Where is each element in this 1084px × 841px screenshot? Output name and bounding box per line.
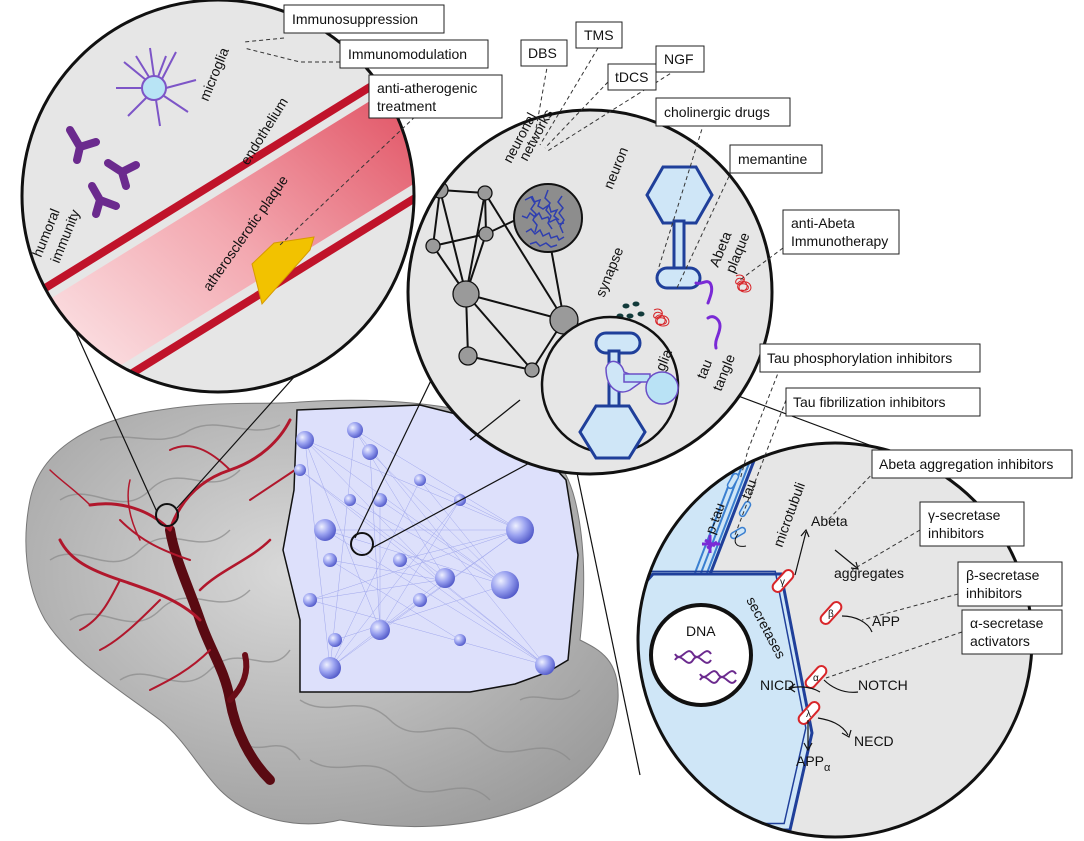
callout-dbs: DBS xyxy=(520,39,568,67)
antibody-shapes xyxy=(66,126,140,218)
pathway-arrows xyxy=(787,528,873,752)
svg-text:Tau phosphorylation inhibitors: Tau phosphorylation inhibitors xyxy=(767,350,952,366)
svg-text:inhibitors: inhibitors xyxy=(928,525,984,541)
svg-text:TMS: TMS xyxy=(584,27,614,43)
callout-tms: TMS xyxy=(575,21,623,49)
app-alpha-label: APPα xyxy=(796,753,831,774)
svg-text:NGF: NGF xyxy=(664,51,694,67)
callout-cholinergic: cholinergic drugs xyxy=(655,97,791,127)
svg-text:tDCS: tDCS xyxy=(615,69,648,85)
lambda-secretase xyxy=(797,701,821,725)
alpha-secretase xyxy=(804,665,828,689)
vessel-panel-ring xyxy=(20,0,416,394)
svg-text:α-secretase: α-secretase xyxy=(970,615,1044,631)
callout-alpha-secretase: α-secretase activators xyxy=(961,609,1063,655)
svg-text:activators: activators xyxy=(970,633,1030,649)
tau-pieces xyxy=(726,472,752,540)
tau-tangle-shapes xyxy=(694,280,722,350)
gamma-secretase xyxy=(771,569,795,593)
network-zoom-marker xyxy=(350,532,374,556)
glia-label: glia xyxy=(652,347,675,373)
network-panel-ring xyxy=(406,108,774,476)
network-panel-divider xyxy=(469,399,521,441)
vessel-zoom-marker xyxy=(155,503,179,527)
svg-text:Immunotherapy: Immunotherapy xyxy=(791,233,888,249)
notch-label: NOTCH xyxy=(858,677,908,693)
secretase-capsules xyxy=(771,569,843,725)
dna-helices xyxy=(674,650,737,684)
vessel-panel: microglia endothelium humoral immunity a… xyxy=(20,0,416,394)
network-panel: neuronal networks neuron synapse Abeta p… xyxy=(406,106,774,476)
svg-text:memantine: memantine xyxy=(738,151,807,167)
beta-secretase xyxy=(819,601,843,625)
callout-ngf: NGF xyxy=(655,45,705,73)
microglia-cell xyxy=(116,47,197,127)
callout-tau-phosphorylation: Tau phosphorylation inhibitors xyxy=(759,343,981,373)
svg-text:anti-atherogenic: anti-atherogenic xyxy=(377,80,477,96)
lambda-symbol: λ xyxy=(806,709,811,720)
tau-label: tau xyxy=(738,477,760,501)
callout-memantine: memantine xyxy=(729,144,823,174)
glia-subpanel-content xyxy=(578,331,679,460)
callout-gamma-secretase: γ-secretase inhibitors xyxy=(919,501,1025,547)
callout-beta-secretase: β-secretase inhibitors xyxy=(957,561,1063,607)
callout-tdcs: tDCS xyxy=(607,63,657,91)
aggregates-label: aggregates xyxy=(834,565,904,581)
beta-symbol: β xyxy=(828,609,834,620)
svg-text:Abeta aggregation inhibitors: Abeta aggregation inhibitors xyxy=(879,456,1053,472)
callout-boxes: Immunosuppression Immunomodulation anti-… xyxy=(283,4,1073,655)
svg-text:β-secretase: β-secretase xyxy=(966,567,1040,583)
necd-label: NECD xyxy=(854,733,894,749)
svg-text:DBS: DBS xyxy=(528,45,557,61)
callout-immunosuppression: Immunosuppression xyxy=(283,4,445,34)
callout-tau-fibrilization: Tau fibrilization inhibitors xyxy=(785,387,981,417)
callout-anti-atherogenic: anti-atherogenic treatment xyxy=(368,74,503,119)
dna-label: DNA xyxy=(686,623,716,639)
network-edges xyxy=(299,429,546,669)
svg-text:treatment: treatment xyxy=(377,98,436,114)
network-nodes xyxy=(294,422,555,679)
app-label: APP xyxy=(872,613,900,629)
svg-text:cholinergic drugs: cholinergic drugs xyxy=(664,104,770,120)
svg-text:Immunomodulation: Immunomodulation xyxy=(348,46,467,62)
neuron-body xyxy=(645,165,714,225)
svg-text:γ-secretase: γ-secretase xyxy=(928,507,1001,523)
neuron-axon xyxy=(672,219,686,273)
svg-text:Tau fibrilization inhibitors: Tau fibrilization inhibitors xyxy=(793,394,946,410)
callout-immunomodulation: Immunomodulation xyxy=(339,39,489,69)
brain-vessels xyxy=(49,418,296,785)
callout-abeta-aggregation: Abeta aggregation inhibitors xyxy=(871,449,1073,479)
network-tangle xyxy=(521,189,565,248)
brain-gyri xyxy=(49,424,581,801)
alpha-symbol: α xyxy=(813,673,819,684)
tau-tangle-label-1: tau xyxy=(693,357,715,381)
callout-leaders xyxy=(243,37,963,679)
nicd-label: NICD xyxy=(760,677,794,693)
atherosclerotic-plaque-shape xyxy=(251,236,315,306)
svg-text:inhibitors: inhibitors xyxy=(966,585,1022,601)
svg-text:Immunosuppression: Immunosuppression xyxy=(292,11,418,27)
ptau-aggregate xyxy=(702,535,720,553)
neuron-terminal xyxy=(655,266,702,290)
gamma-symbol: γ xyxy=(780,577,785,588)
svg-text:anti-Abeta: anti-Abeta xyxy=(791,215,855,231)
callout-anti-abeta: anti-Abeta Immunotherapy xyxy=(782,209,900,255)
abeta-label: Abeta xyxy=(811,513,848,529)
